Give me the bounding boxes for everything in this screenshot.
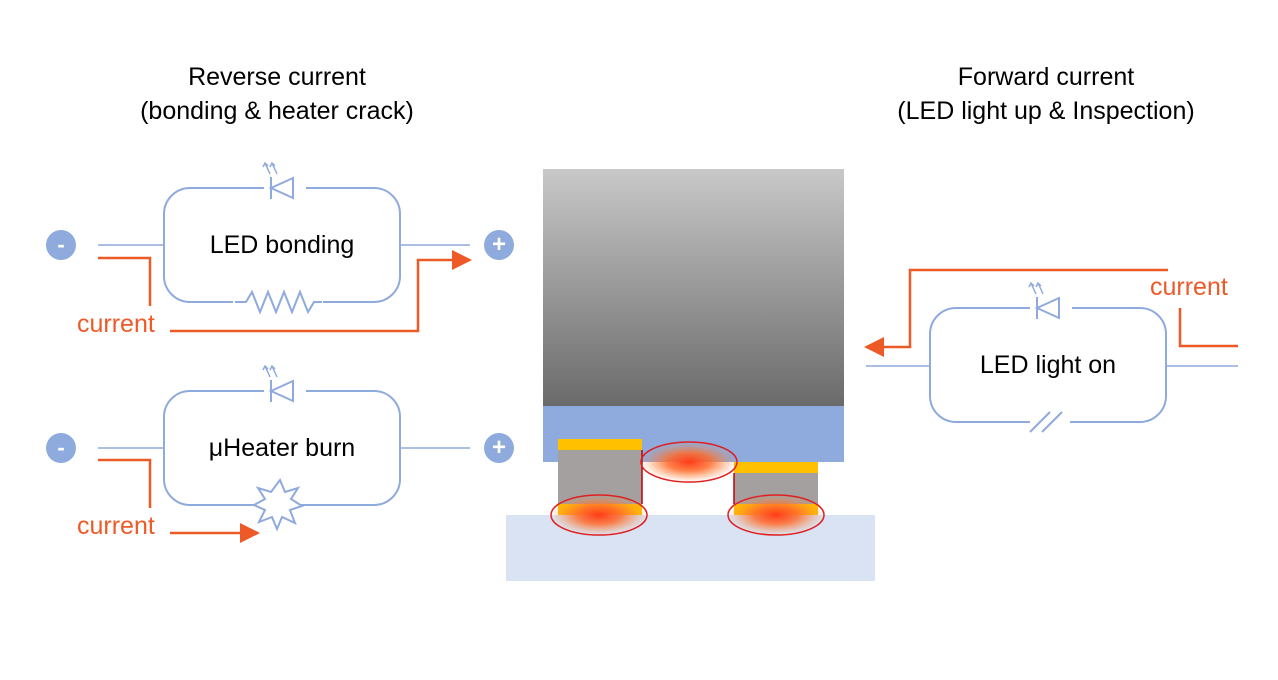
terminal-plus-bonding — [484, 230, 514, 260]
pad-top-right — [734, 462, 818, 473]
terminal-plus-heater — [484, 433, 514, 463]
left-title: Reverse current (bonding & heater crack) — [100, 60, 454, 128]
led-diode-icon — [262, 161, 306, 200]
current-path-bonding-return — [170, 250, 472, 333]
hotspot-center — [640, 441, 738, 483]
cross-section — [506, 169, 875, 581]
hotspot-right-bottom — [727, 494, 825, 536]
circuit-heater — [98, 364, 470, 543]
pad-top-left — [558, 439, 642, 450]
current-path-light-in — [1178, 308, 1238, 348]
resistor-icon — [233, 289, 323, 315]
hotspot-left-bottom — [550, 494, 648, 536]
plus-sign-heater: + — [491, 434, 506, 461]
capacitor-icon — [1029, 410, 1070, 434]
terminal-minus-bonding — [46, 230, 76, 260]
minus-sign-heater: - — [57, 435, 65, 460]
right-title-line1: Forward current — [957, 63, 1135, 91]
current-label-heater: current — [77, 512, 155, 540]
right-title: Forward current (LED light up & Inspecti… — [860, 60, 1232, 128]
current-path-bonding — [98, 256, 152, 306]
current-label-bonding: current — [77, 310, 155, 338]
current-label-light: current — [1150, 273, 1228, 301]
current-path-heater — [98, 458, 152, 508]
led-diode-icon — [1028, 281, 1072, 320]
circuit-light — [864, 268, 1238, 434]
burst-icon — [251, 478, 305, 532]
left-title-line1: Reverse current — [188, 63, 366, 91]
minus-sign-bonding: - — [57, 232, 65, 257]
label-led-light-on: LED light on — [979, 351, 1117, 379]
circuit-bonding — [98, 161, 472, 333]
left-title-line2: (bonding & heater crack) — [140, 97, 414, 125]
label-led-bonding: LED bonding — [209, 231, 355, 259]
label-heater-burn: μHeater burn — [208, 434, 356, 462]
led-diode-icon — [262, 364, 306, 403]
chip — [543, 169, 844, 406]
current-path-light — [864, 268, 1168, 357]
right-title-line2: (LED light up & Inspection) — [897, 97, 1195, 125]
terminal-minus-heater — [46, 433, 76, 463]
plus-sign-bonding: + — [491, 231, 506, 258]
